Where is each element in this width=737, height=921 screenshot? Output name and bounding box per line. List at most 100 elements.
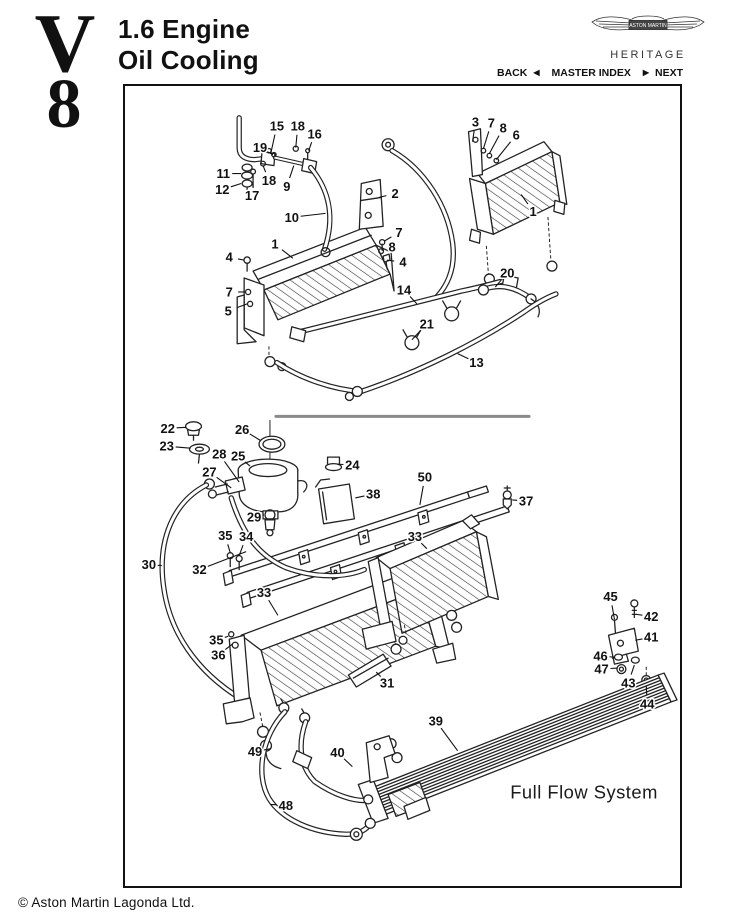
- callout-leader-35: [227, 544, 231, 553]
- callout-12: 12: [215, 182, 229, 197]
- top-right-oil-cooler: [467, 128, 568, 285]
- callout-leader-6: [495, 141, 512, 160]
- callout-31: 31: [380, 676, 394, 691]
- callout-10: 10: [285, 210, 299, 225]
- callout-leader-35: [224, 635, 229, 638]
- callout-leader-28: [224, 461, 240, 483]
- callout-leader-4: [387, 259, 395, 262]
- nav-master-index-link[interactable]: MASTER INDEX: [551, 67, 631, 79]
- callout-leader-10: [300, 212, 326, 217]
- callout-4: 4: [399, 255, 407, 270]
- back-arrow-icon[interactable]: ◀: [533, 67, 540, 77]
- callout-22: 22: [161, 421, 175, 436]
- callout-1: 1: [529, 204, 536, 219]
- cooler-mounting-bracket: [607, 599, 652, 686]
- callout-38: 38: [366, 486, 380, 501]
- callout-29: 29: [247, 509, 261, 524]
- callout-leader-27: [216, 476, 232, 489]
- callout-35: 35: [209, 633, 223, 648]
- callout-leader-38: [355, 495, 365, 499]
- oil-pipes-top: [239, 118, 556, 402]
- callout-leader-4: [237, 258, 245, 261]
- callout-18: 18: [291, 118, 305, 133]
- callout-17: 17: [245, 188, 259, 203]
- callout-leader-20: [494, 279, 502, 288]
- callout-leader-21: [411, 330, 422, 341]
- callout-6: 6: [513, 127, 520, 142]
- transfer-tube: [347, 622, 408, 688]
- brand-name-text: ASTON MARTIN: [629, 23, 667, 29]
- callout-8: 8: [500, 120, 507, 135]
- callout-leader-33: [268, 599, 279, 616]
- callout-18: 18: [262, 173, 276, 188]
- page-title-line1: 1.6 Engine: [118, 14, 251, 44]
- model-number: 8: [46, 66, 82, 143]
- callout-leader-14: [409, 296, 418, 305]
- callout-8: 8: [388, 240, 395, 255]
- callout-9: 9: [283, 179, 290, 194]
- callout-43: 43: [621, 676, 635, 691]
- callout-47: 47: [594, 662, 608, 677]
- callout-leader-42: [636, 613, 643, 616]
- callout-leader-50: [419, 485, 424, 506]
- callout-leader-36: [225, 643, 233, 651]
- callout-48: 48: [279, 798, 293, 813]
- callout-39: 39: [429, 713, 443, 728]
- callout-leader-18: [262, 165, 267, 173]
- callout-3: 3: [472, 114, 479, 129]
- nav-next-link[interactable]: NEXT: [654, 67, 683, 79]
- callout-49: 49: [248, 744, 262, 759]
- callout-25: 25: [231, 449, 245, 464]
- callout-leader-40: [343, 758, 353, 767]
- callout-leader-7: [383, 236, 392, 242]
- callout-19: 19: [253, 140, 267, 155]
- callout-28: 28: [212, 447, 226, 462]
- next-arrow-icon[interactable]: ▶: [642, 67, 649, 77]
- callout-42: 42: [644, 609, 658, 624]
- callout-30: 30: [142, 557, 156, 572]
- callout-15: 15: [270, 118, 284, 133]
- oil-filter-head-assembly: [184, 419, 355, 537]
- page-title-line2: Oil Cooling: [118, 45, 259, 75]
- model-letter: V: [34, 0, 96, 90]
- callout-7: 7: [395, 225, 402, 240]
- callout-1: 1: [271, 237, 278, 252]
- callout-34: 34: [239, 529, 254, 544]
- model-badge: V 8: [20, 2, 108, 140]
- aston-martin-wings-icon: ASTON MARTIN: [591, 15, 705, 31]
- callout-leader-49: [263, 748, 272, 751]
- callout-4: 4: [226, 250, 234, 265]
- callout-leader-12: [230, 182, 242, 188]
- callout-27: 27: [202, 465, 216, 480]
- callout-5: 5: [225, 303, 232, 318]
- callout-leader-45: [611, 605, 616, 620]
- diagram-canvas: Full Flow System 15181619111217189102378…: [140, 113, 678, 841]
- callout-13: 13: [469, 355, 483, 370]
- callout-7: 7: [226, 284, 233, 299]
- callout-leader-7: [482, 131, 490, 149]
- callout-leader-34: [238, 544, 244, 556]
- callout-leader-9: [289, 165, 295, 179]
- callout-36: 36: [211, 648, 225, 663]
- callout-32: 32: [192, 562, 206, 577]
- callout-leader-26: [249, 433, 261, 441]
- callout-50: 50: [418, 470, 432, 485]
- callout-leader-23: [175, 446, 191, 449]
- callout-11: 11: [216, 166, 230, 181]
- callout-leader-31: [375, 671, 382, 678]
- nav-back-link[interactable]: BACK: [496, 67, 528, 79]
- oil-temp-sensor: [502, 485, 512, 510]
- callout-46: 46: [593, 649, 607, 664]
- callout-16: 16: [307, 126, 321, 141]
- page-title: 1.6 Engine Oil Cooling: [118, 14, 259, 76]
- callout-33: 33: [257, 585, 271, 600]
- callout-leader-39: [440, 727, 459, 752]
- callout-26: 26: [235, 422, 249, 437]
- oil-hoses-bottom: [262, 698, 376, 841]
- callout-37: 37: [519, 493, 533, 508]
- callout-24: 24: [345, 458, 360, 473]
- callout-2: 2: [391, 186, 398, 201]
- callout-7: 7: [488, 115, 495, 130]
